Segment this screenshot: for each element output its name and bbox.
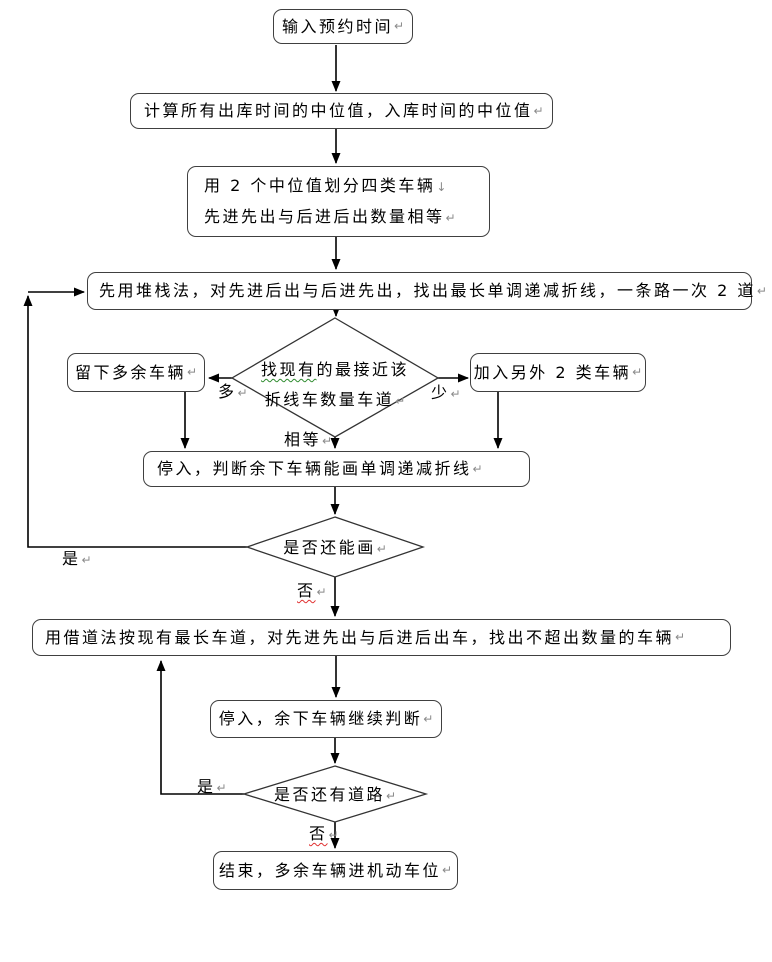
paragraph-mark: ↵ xyxy=(450,387,461,401)
edge-label-no-2: 否↵ xyxy=(309,824,339,843)
decision-can-draw-text: 是否还能画↵ xyxy=(255,538,415,557)
edge-label-less: 少↵ xyxy=(431,383,461,402)
decision-lane-line2-text: 折线车数量车道 xyxy=(264,390,395,409)
decision-lane-text: 找现有的最接近该 折线车数量车道↵ xyxy=(235,355,435,416)
decision-can-draw-label: 是否还能画 xyxy=(283,538,376,557)
node-park-continue-text: 停入，余下车辆继续判断 xyxy=(218,709,423,729)
paragraph-mark: ↵ xyxy=(423,711,434,726)
node-calc-median: 计算所有出库时间的中位值，入库时间的中位值↵ xyxy=(130,93,553,129)
edge-decision2-loop-yes xyxy=(23,295,247,548)
edge-label-yes-2: 是↵ xyxy=(197,777,227,796)
edge-label-yes-1: 是↵ xyxy=(62,549,92,568)
divide-line2-text: 先进先出与后进后出数量相等 xyxy=(204,206,445,226)
node-borrow-lane: 用借道法按现有最长车道，对先进先出与后进后出车，找出不超出数量的车辆↵ xyxy=(32,619,731,656)
paragraph-mark: ↵ xyxy=(376,542,387,556)
node-start: 输入预约时间↵ xyxy=(273,9,413,44)
node-start-text: 输入预约时间 xyxy=(281,16,393,36)
node-stack-method: 先用堆栈法，对先进后出与后进先出，找出最长单调递减折线，一条路一次 2 道↵ xyxy=(87,272,767,310)
node-end-text: 结束，多余车辆进机动车位 xyxy=(218,860,441,880)
paragraph-mark: ↵ xyxy=(756,283,767,298)
edge-label-yes2-text: 是 xyxy=(197,777,216,796)
paragraph-mark: ↵ xyxy=(533,103,544,118)
decision-has-road-diamond xyxy=(241,765,429,823)
paragraph-mark: ↵ xyxy=(186,365,198,380)
paragraph-mark: ↵ xyxy=(237,386,248,400)
node-park-continue: 停入，余下车辆继续判断↵ xyxy=(210,700,442,738)
node-stack-method-text: 先用堆栈法，对先进后出与后进先出，找出最长单调递减折线，一条路一次 2 道 xyxy=(99,281,756,301)
node-end: 结束，多余车辆进机动车位↵ xyxy=(213,851,458,890)
decision-lane-line1: 找现有的最接近该 xyxy=(235,355,435,385)
edge-label-no1-text: 否 xyxy=(297,581,316,600)
divide-line1-text: 用 2 个中位值划分四类车辆 xyxy=(204,175,436,195)
decision-lane-diamond xyxy=(230,317,440,438)
paragraph-mark: ↵ xyxy=(441,863,453,878)
paragraph-mark: ↵ xyxy=(322,434,333,448)
paragraph-mark: ↵ xyxy=(328,828,339,842)
node-divide-line1: 用 2 个中位值划分四类车辆↓ xyxy=(204,171,446,202)
edge-label-more-text: 多 xyxy=(218,382,237,401)
decision-lane-line2: 折线车数量车道↵ xyxy=(235,385,435,416)
decision-has-road-text: 是否还有道路↵ xyxy=(245,785,425,804)
node-divide-vehicles: 用 2 个中位值划分四类车辆↓ 先进先出与后进后出数量相等↵ xyxy=(187,166,490,237)
node-add-other-two-text: 加入另外 2 类车辆 xyxy=(473,362,632,382)
paragraph-mark: ↵ xyxy=(445,210,456,225)
paragraph-mark: ↵ xyxy=(393,19,405,34)
edge-label-equal: 相等↵ xyxy=(284,430,332,449)
edge-label-no2-text: 否 xyxy=(309,824,328,843)
paragraph-mark: ↵ xyxy=(675,630,686,645)
edge-decision3-loop-yes xyxy=(156,660,244,795)
line-break-mark: ↓ xyxy=(436,179,447,194)
node-keep-extra: 留下多余车辆↵ xyxy=(67,353,205,392)
node-add-other-two: 加入另外 2 类车辆↵ xyxy=(470,353,646,392)
paragraph-mark: ↵ xyxy=(385,789,397,803)
paragraph-mark: ↵ xyxy=(395,394,406,408)
node-keep-extra-text: 留下多余车辆 xyxy=(74,362,186,382)
node-divide-line2: 先进先出与后进后出数量相等↵ xyxy=(204,202,456,233)
edge-label-equal-text: 相等 xyxy=(284,430,322,449)
node-calc-median-text: 计算所有出库时间的中位值，入库时间的中位值 xyxy=(144,101,533,121)
decision-lane-line1-rest: 的最接近该 xyxy=(316,360,410,379)
edge-label-no-1: 否↵ xyxy=(297,581,327,600)
edge-label-yes1-text: 是 xyxy=(62,549,81,568)
node-park-and-judge-text: 停入，判断余下车辆能画单调递减折线 xyxy=(157,459,472,479)
node-park-and-judge: 停入，判断余下车辆能画单调递减折线↵ xyxy=(143,451,530,487)
paragraph-mark: ↵ xyxy=(316,585,327,599)
edge-label-more: 多↵ xyxy=(218,382,248,401)
decision-can-draw-diamond xyxy=(244,516,426,578)
paragraph-mark: ↵ xyxy=(216,781,227,795)
paragraph-mark: ↵ xyxy=(472,461,483,476)
paragraph-mark: ↵ xyxy=(81,553,92,567)
edge-label-less-text: 少 xyxy=(431,383,450,402)
node-borrow-lane-text: 用借道法按现有最长车道，对先进先出与后进后出车，找出不超出数量的车辆 xyxy=(45,627,675,647)
paragraph-mark: ↵ xyxy=(632,365,643,380)
spellcheck-underlined-text: 找现有 xyxy=(260,360,317,379)
decision-has-road-label: 是否还有道路 xyxy=(273,785,385,804)
